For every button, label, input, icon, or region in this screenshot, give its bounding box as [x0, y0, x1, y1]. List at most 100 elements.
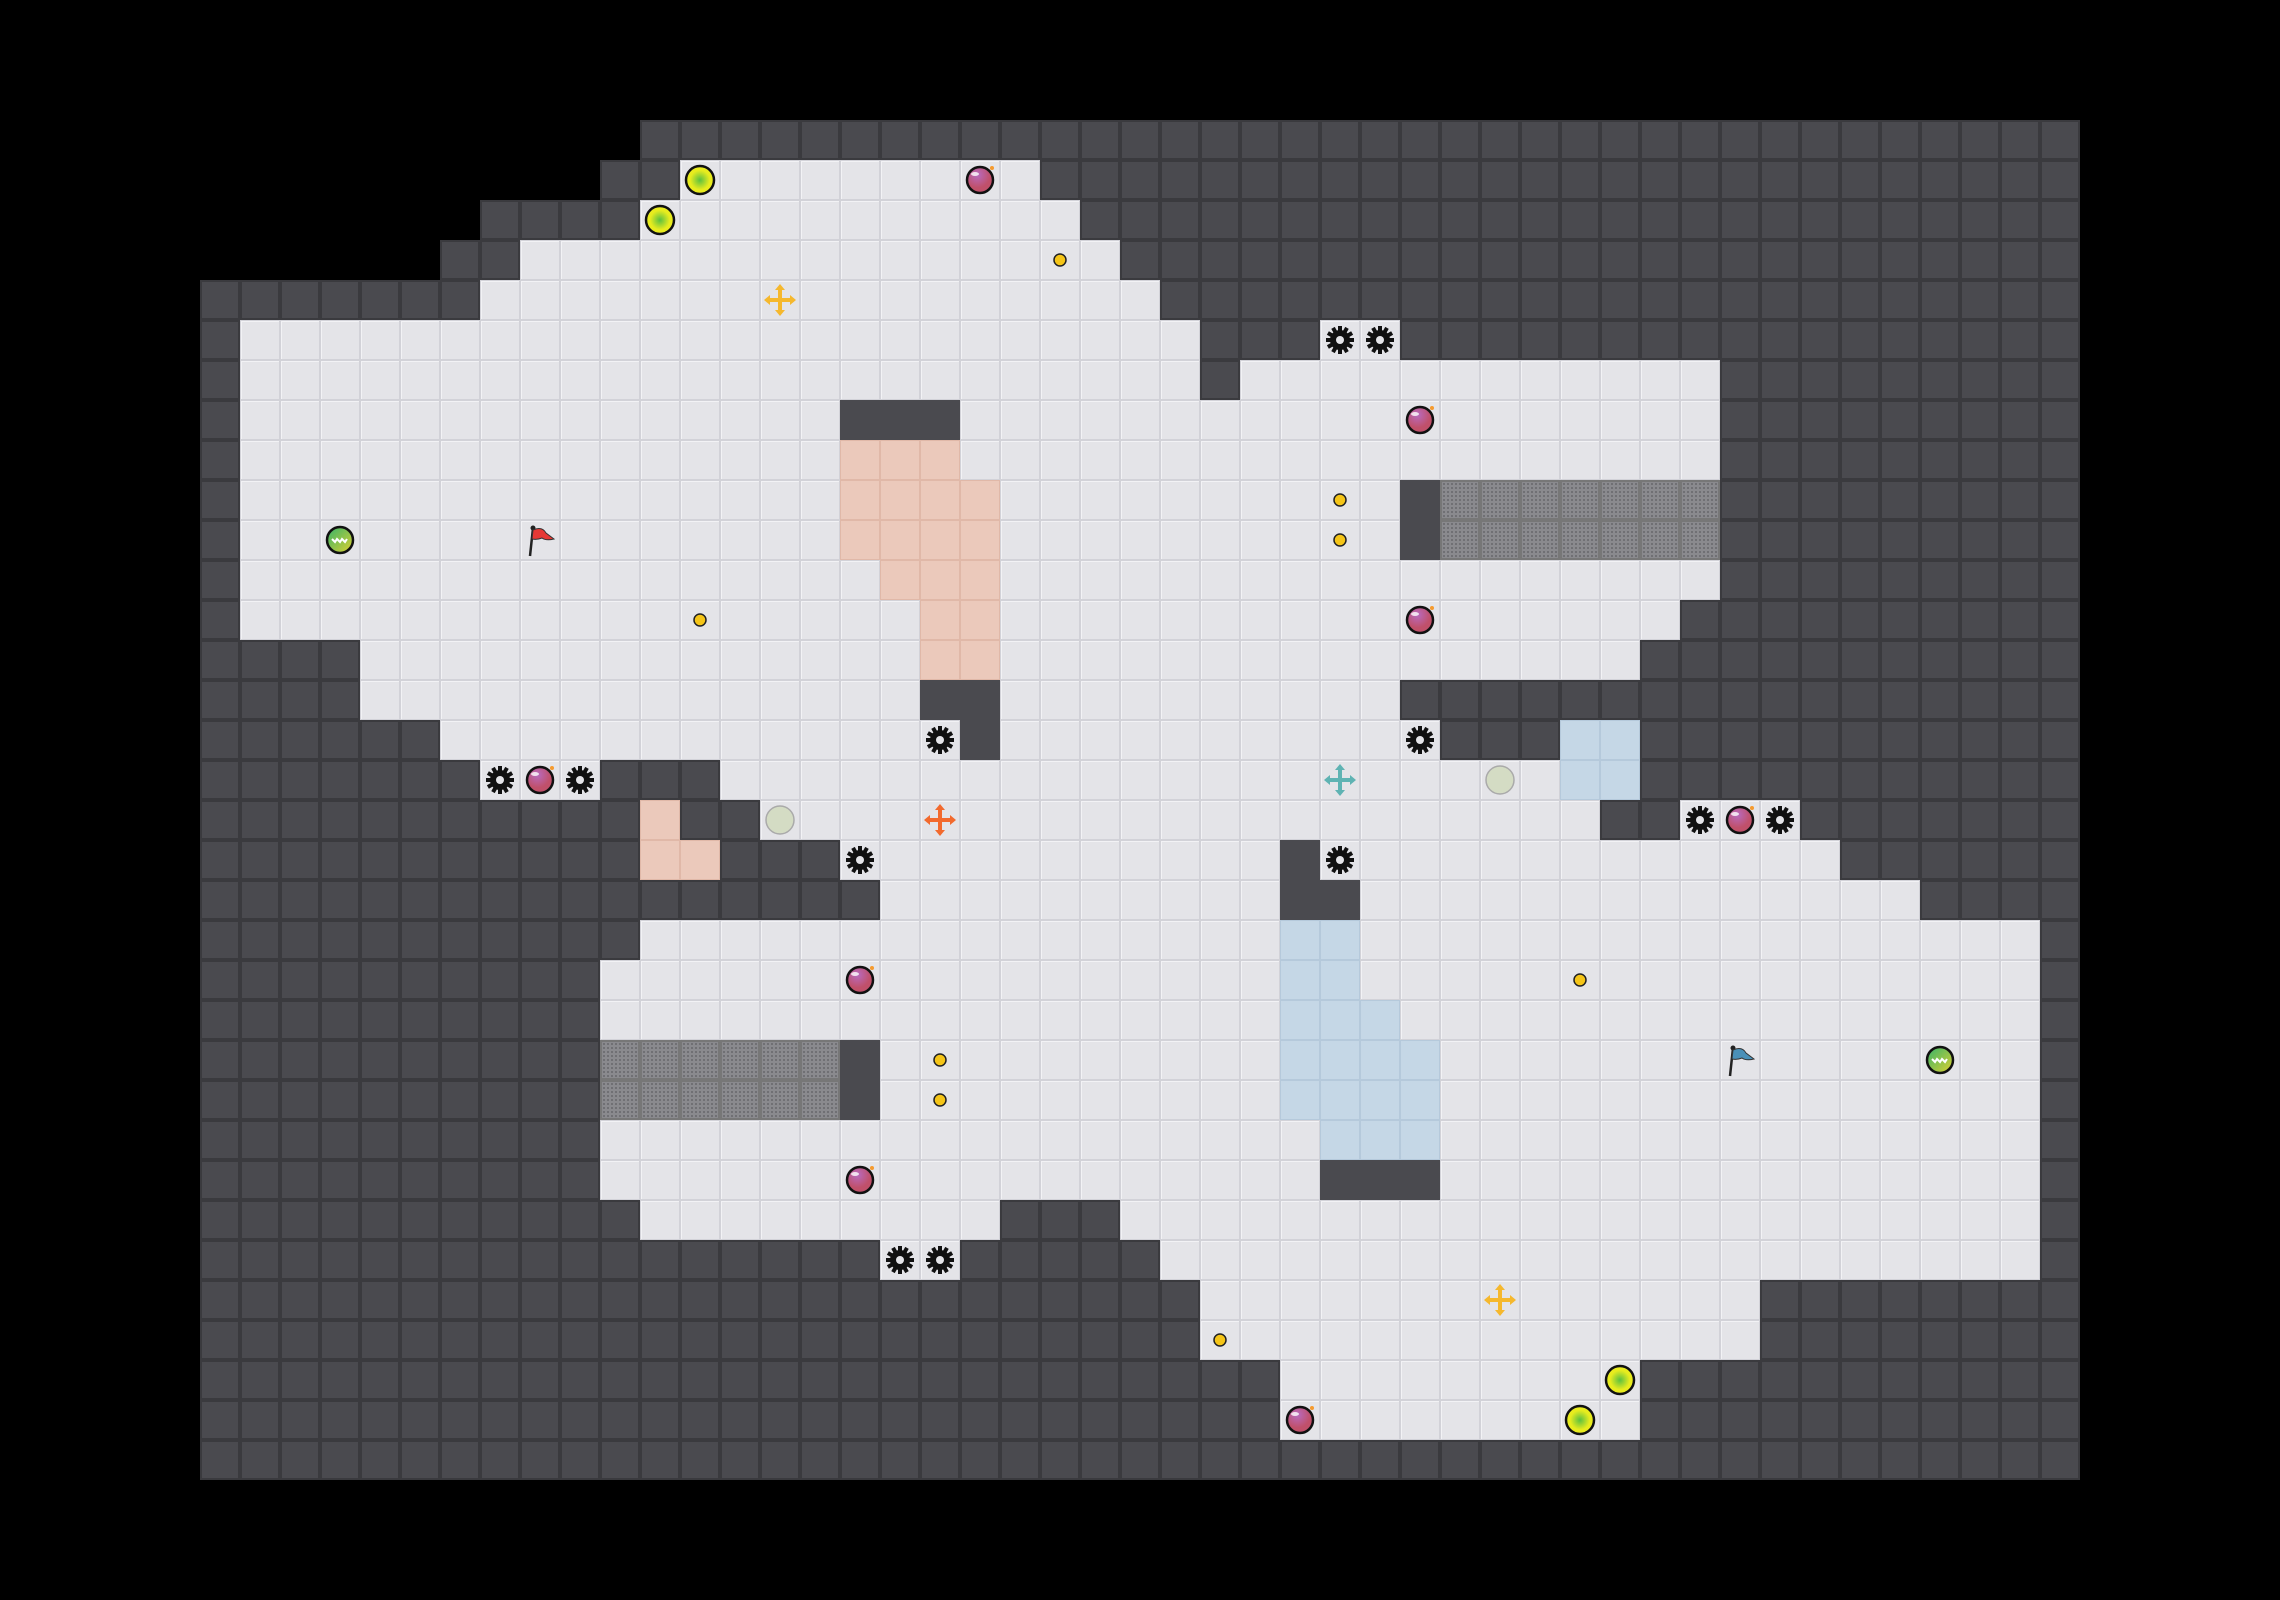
- wall-tile: [1920, 320, 1960, 360]
- floor-tile: [880, 640, 920, 680]
- blue-zone-tile: [1360, 1000, 1400, 1040]
- game-map: [200, 120, 2080, 1480]
- floor-tile: [1760, 1200, 1800, 1240]
- floor-tile: [400, 360, 440, 400]
- floor-tile: [1400, 1000, 1440, 1040]
- wall-tile: [520, 1080, 560, 1120]
- floor-tile: [880, 960, 920, 1000]
- floor-tile: [560, 720, 600, 760]
- floor-tile: [960, 1120, 1000, 1160]
- floor-tile: [1960, 1000, 2000, 1040]
- wall-tile: [840, 1360, 880, 1400]
- floor-tile: [1600, 1160, 1640, 1200]
- floor-tile: [840, 680, 880, 720]
- wall-tile: [440, 1120, 480, 1160]
- floor-tile: [1120, 1120, 1160, 1160]
- wall-tile: [1800, 680, 1840, 720]
- floor-tile: [400, 400, 440, 440]
- floor-tile: [1480, 880, 1520, 920]
- floor-tile: [960, 1160, 1000, 1200]
- wall-tile: [840, 1240, 880, 1280]
- wall-tile: [1400, 120, 1440, 160]
- floor-tile: [1120, 1200, 1160, 1240]
- floor-tile: [240, 440, 280, 480]
- wall-tile: [520, 840, 560, 880]
- floor-tile: [2000, 1160, 2040, 1200]
- floor-tile: [800, 600, 840, 640]
- floor-tile: [1680, 1240, 1720, 1280]
- red-zone-tile: [960, 640, 1000, 680]
- floor-tile: [720, 480, 760, 520]
- wall-tile: [1280, 880, 1320, 920]
- wall-tile: [1760, 480, 1800, 520]
- floor-tile: [1240, 1240, 1280, 1280]
- wall-tile: [480, 1200, 520, 1240]
- wall-tile: [1880, 240, 1920, 280]
- floor-tile: [1240, 800, 1280, 840]
- wall-tile: [320, 960, 360, 1000]
- wall-tile: [360, 1280, 400, 1320]
- wall-tile: [480, 1280, 520, 1320]
- wall-tile: [1240, 320, 1280, 360]
- floor-tile: [1120, 920, 1160, 960]
- wall-tile: [1960, 280, 2000, 320]
- wall-tile: [200, 1080, 240, 1120]
- wall-tile: [1920, 880, 1960, 920]
- wall-tile: [1480, 320, 1520, 360]
- wall-tile: [2040, 600, 2080, 640]
- floor-tile: [1560, 560, 1600, 600]
- wall-tile: [1960, 480, 2000, 520]
- floor-tile: [1920, 1200, 1960, 1240]
- blue-zone-tile: [1280, 960, 1320, 1000]
- floor-tile: [1280, 360, 1320, 400]
- floor-tile: [600, 320, 640, 360]
- wall-tile: [1920, 560, 1960, 600]
- floor-tile: [1360, 920, 1400, 960]
- wall-tile: [1960, 680, 2000, 720]
- floor-tile: [1800, 1240, 1840, 1280]
- red-zone-tile: [640, 840, 680, 880]
- floor-tile: [1120, 400, 1160, 440]
- blue-zone-tile: [1320, 1080, 1360, 1120]
- floor-tile: [1000, 400, 1040, 440]
- wall-tile: [760, 1360, 800, 1400]
- wall-tile: [200, 320, 240, 360]
- floor-tile: [1200, 1320, 1240, 1360]
- wall-tile: [1640, 120, 1680, 160]
- floor-tile: [280, 520, 320, 560]
- wall-tile: [1960, 1440, 2000, 1480]
- floor-tile: [680, 680, 720, 720]
- wall-tile: [560, 800, 600, 840]
- wall-tile: [1840, 520, 1880, 560]
- wall-tile: [520, 1160, 560, 1200]
- wall-tile: [560, 1360, 600, 1400]
- wall-tile: [1760, 560, 1800, 600]
- floor-tile: [1840, 960, 1880, 1000]
- blue-zone-tile: [1280, 920, 1320, 960]
- floor-tile: [1440, 1000, 1480, 1040]
- floor-tile: [1560, 840, 1600, 880]
- floor-tile: [1000, 800, 1040, 840]
- floor-tile: [1160, 680, 1200, 720]
- wall-tile: [480, 880, 520, 920]
- wall-tile: [800, 1440, 840, 1480]
- wall-tile: [400, 880, 440, 920]
- wall-tile: [1320, 1160, 1360, 1200]
- floor-tile: [800, 960, 840, 1000]
- wall-tile: [2040, 960, 2080, 1000]
- floor-tile: [1160, 1120, 1200, 1160]
- floor-tile: [520, 240, 560, 280]
- floor-tile: [680, 720, 720, 760]
- wall-tile: [1600, 680, 1640, 720]
- floor-tile: [1880, 1200, 1920, 1240]
- wall-tile: [880, 1400, 920, 1440]
- floor-tile: [1440, 1160, 1480, 1200]
- wall-tile: [1000, 1320, 1040, 1360]
- wall-tile: [280, 1200, 320, 1240]
- floor-tile: [560, 400, 600, 440]
- wall-tile: [1080, 1280, 1120, 1320]
- wall-tile: [1920, 1400, 1960, 1440]
- floor-tile: [1280, 1160, 1320, 1200]
- blue-zone-tile: [1280, 1080, 1320, 1120]
- wall-tile: [2040, 480, 2080, 520]
